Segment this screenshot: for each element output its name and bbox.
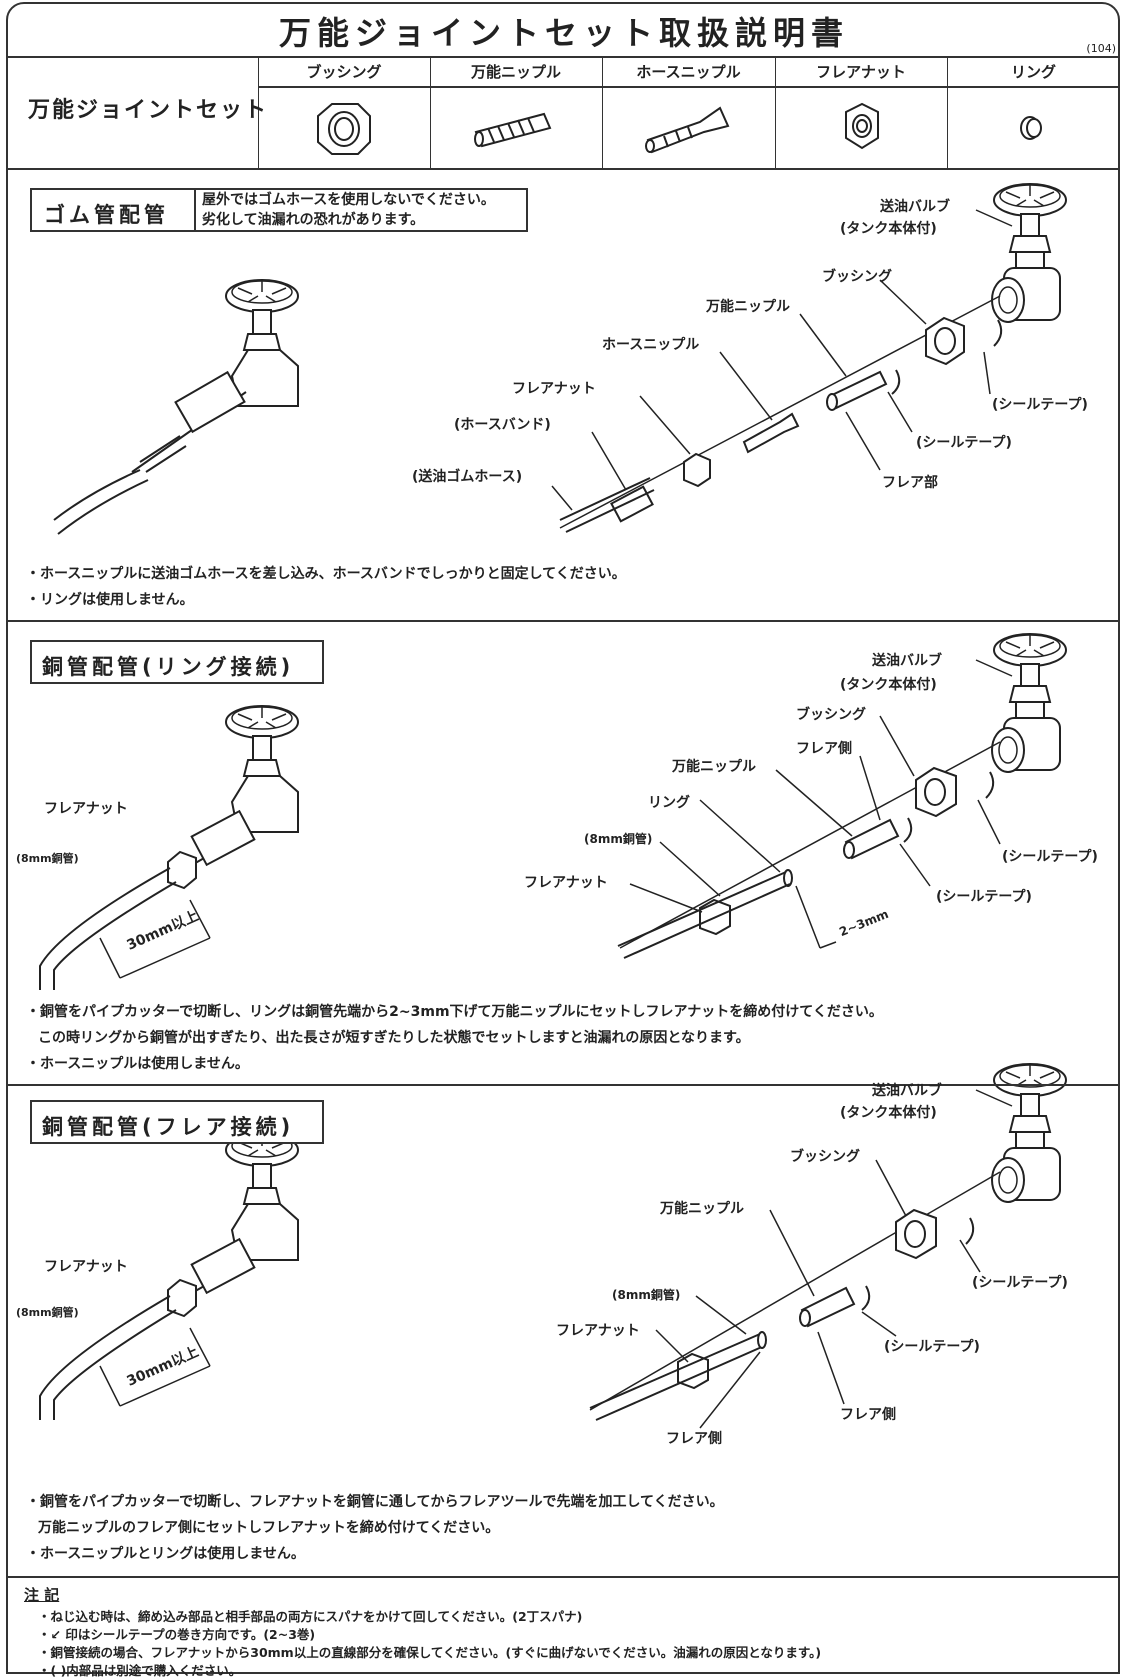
label-bushing: ブッシング (796, 707, 866, 723)
flare-note-1: ・銅管をパイプカッターで切断し、フレアナットを銅管に通してからフレアツールで先端… (26, 1494, 724, 1510)
label-universal-nipple: 万能ニップル (660, 1201, 744, 1217)
label-seal-tape: (シールテープ) (1002, 849, 1098, 865)
label-flare-nut-left: フレアナット (44, 801, 128, 817)
notes-heading: 注 記 (24, 1586, 60, 1604)
label-bushing: ブッシング (790, 1149, 860, 1165)
page-title: 万能ジョイントセット取扱説明書 (278, 14, 849, 52)
label-copper: (8mm銅管) (612, 1288, 681, 1302)
footnote-item: ・( )内部品は別途で購入ください。 (38, 1663, 242, 1678)
label-flare-side: フレア側 (796, 741, 852, 757)
ring-icon (1020, 116, 1042, 140)
rubber-section-header: ゴム管配管 (30, 188, 528, 232)
label-valve: 送油バルブ (872, 1083, 942, 1099)
label-flare-side: フレア側 (666, 1431, 722, 1447)
table-divider (258, 56, 259, 168)
footnote-item: ・↙ 印はシールテープの巻き方向です。(2~3巻) (38, 1627, 316, 1642)
section-divider (6, 1084, 1120, 1086)
label-hose-band: (ホースバンド) (454, 417, 551, 433)
set-row-label: 万能ジョイントセット (28, 98, 269, 123)
label-flare-nut: フレアナット (524, 875, 608, 891)
label-copper: (8mm銅管) (584, 832, 653, 846)
table-bottom-line (6, 168, 1120, 170)
table-header-line (258, 86, 1120, 88)
label-hose-nipple: ホースニップル (602, 337, 700, 353)
label-copper-left: (8mm銅管) (16, 1306, 79, 1319)
title-divider (194, 190, 196, 230)
footnote-item: ・ねじ込む時は、締め込み部品と相手部品の両方にスパナをかけて回してください。(2… (38, 1609, 583, 1624)
sheet-frame (6, 2, 1120, 1674)
flare-nut-icon (845, 102, 879, 150)
ring-exploded-view (617, 634, 1066, 959)
ring-note-1: ・銅管をパイプカッターで切断し、リングは銅管先端から2~3mm下げて万能ニップル… (26, 1004, 883, 1020)
table-divider (430, 56, 431, 168)
flare-note-2: 万能ニップルのフレア側にセットしフレアナットを締め付けてください。 (38, 1520, 500, 1536)
rubber-section-title: ゴム管配管 (44, 203, 169, 227)
rubber-note-2: ・リングは使用しません。 (26, 592, 194, 608)
part-header-flare-nut: フレアナット (816, 63, 906, 81)
table-top-line (6, 56, 1120, 58)
rubber-assembled-view (53, 280, 298, 535)
section-divider (6, 620, 1120, 622)
table-divider (775, 56, 776, 168)
part-header-universal-nipple: 万能ニップル (470, 63, 561, 81)
ring-note-2: この時リングから銅管が出すぎたり、出た長さが短すぎたりした状態でセットしますと油… (38, 1030, 750, 1046)
label-universal-nipple: 万能ニップル (706, 299, 790, 315)
rubber-warning-line1: 屋外ではゴムホースを使用しないでください。 (202, 192, 495, 208)
label-valve-sub: (タンク本体付) (840, 677, 937, 693)
label-seal-tape: (シールテープ) (972, 1275, 1068, 1291)
part-header-ring: リング (1010, 63, 1056, 81)
ring-section-title: 銅管配管(リング接続) (42, 655, 295, 679)
rubber-warning-line2: 劣化して油漏れの恐れがあります。 (202, 212, 425, 228)
label-seal-tape: (シールテープ) (916, 435, 1012, 451)
label-bushing: ブッシング (822, 269, 892, 285)
label-ring: リング (648, 795, 690, 811)
label-seal-tape: (シールテープ) (936, 889, 1032, 905)
label-oil-hose: (送油ゴムホース) (412, 469, 523, 485)
label-flare-nut-left: フレアナット (44, 1259, 128, 1275)
flare-exploded-view (589, 1064, 1066, 1429)
flare-section-header: 銅管配管(フレア接続) (30, 1100, 324, 1144)
label-seal-tape: (シールテープ) (884, 1339, 980, 1355)
part-header-bushing: ブッシング (306, 63, 382, 81)
label-valve-sub: (タンク本体付) (840, 221, 937, 237)
rubber-note-1: ・ホースニップルに送油ゴムホースを差し込み、ホースバンドでしっかりと固定してくだ… (26, 566, 626, 582)
bushing-icon (317, 103, 371, 155)
label-copper-left: (8mm銅管) (16, 852, 79, 865)
label-valve-sub: (タンク本体付) (840, 1105, 937, 1121)
ring-section-header: 銅管配管(リング接続) (30, 640, 324, 684)
flare-assembled-view (39, 1134, 298, 1420)
section-divider (6, 1576, 1120, 1578)
part-header-hose-nipple: ホースニップル (636, 63, 741, 81)
ring-assembled-view (39, 706, 298, 990)
label-seal-tape: (シールテープ) (992, 397, 1088, 413)
label-flare-nut: フレアナット (556, 1323, 640, 1339)
label-flare-part: フレア部 (882, 475, 938, 491)
table-divider (602, 56, 603, 168)
document-number: (104) (1086, 42, 1116, 55)
label-valve: 送油バルブ (880, 199, 950, 215)
hose-nipple-icon (645, 106, 730, 154)
footnote-item: ・銅管接続の場合、フレアナットから30mm以上の直線部分を確保してください。(す… (38, 1645, 822, 1660)
flare-note-3: ・ホースニップルとリングは使用しません。 (26, 1546, 305, 1562)
flare-section-title: 銅管配管(フレア接続) (42, 1115, 295, 1139)
ring-note-3: ・ホースニップルは使用しません。 (26, 1056, 249, 1072)
label-universal-nipple: 万能ニップル (672, 759, 756, 775)
rubber-exploded-view (551, 184, 1066, 533)
label-valve: 送油バルブ (872, 653, 942, 669)
table-divider (947, 56, 948, 168)
label-flare-nut: フレアナット (512, 381, 596, 397)
label-flare-side: フレア側 (840, 1407, 896, 1423)
universal-nipple-icon (474, 112, 552, 148)
